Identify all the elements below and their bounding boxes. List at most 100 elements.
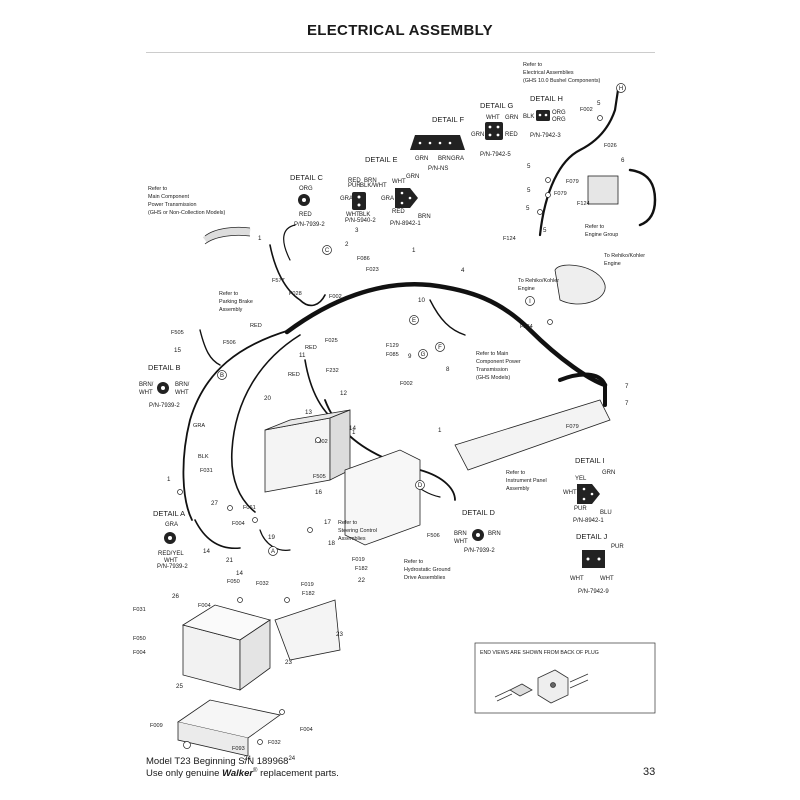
callout-21: 21 (226, 557, 233, 564)
detail-b-wire-4: WHT (175, 390, 189, 396)
code-f031-b: F031 (133, 607, 146, 613)
registered-mark: ® (253, 768, 258, 774)
code-f505-b: F505 (313, 474, 326, 480)
detail-d-wire-1: BRN (454, 531, 467, 537)
code-f002-c: F002 (400, 381, 413, 387)
callout-5-b: 5 (527, 163, 531, 170)
detail-j-wire-3: WHT (600, 576, 614, 582)
model-superscript: 24 (288, 756, 296, 762)
harness-connector-branch (429, 299, 466, 336)
code-f577: F577 (272, 278, 285, 284)
harness-right-branch (558, 372, 607, 407)
code-f002-b: F002 (329, 294, 342, 300)
callout-1-d: 1 (438, 427, 442, 434)
genuine-prefix: Use only genuine (146, 768, 223, 780)
control-module-box (264, 417, 331, 493)
note-hydrostatic-1: Refer to (404, 559, 423, 565)
detail-e-title: DETAIL E (365, 155, 398, 164)
detail-a-wire-1: GRA (165, 522, 178, 528)
harness-engine-branch (538, 88, 620, 237)
bubble-f: F (435, 342, 445, 352)
wire-label-gra-1: GRA (193, 423, 205, 429)
detail-g-wire-1: WHT (486, 115, 500, 121)
detail-views: DETAIL C ORG RED P/N-7939-2 DETAIL E RED… (139, 94, 624, 595)
code-f182-a: F182 (355, 566, 368, 572)
svg-text:D: D (418, 483, 423, 489)
detail-i-title: DETAIL I (575, 456, 605, 465)
genuine-suffix: replacement parts. (257, 768, 339, 780)
note-steering-1: Refer to (338, 520, 357, 526)
detail-c-wire-1: ORG (299, 186, 313, 192)
detail-f-title: DETAIL F (432, 115, 465, 124)
detail-b-connector (157, 382, 169, 394)
harness-detail-b (199, 329, 221, 366)
note-main-component-2: Main Component (148, 194, 190, 200)
callout-14-c: 14 (236, 570, 243, 577)
genuine-parts-line: Use only genuine Walker® replacement par… (146, 768, 339, 779)
code-f004-c: F004 (133, 650, 146, 656)
detail-b-wire-3: BRN/ (175, 382, 190, 388)
detail-i-wire-5: BLU (600, 510, 612, 516)
callout-19: 19 (268, 534, 275, 541)
note-steering-2: Steering Control (338, 528, 377, 534)
model-line: Model T23 Beginning S/N 18996824 (146, 756, 295, 767)
callout-6: 6 (621, 157, 625, 164)
detail-h-title: DETAIL H (530, 94, 563, 103)
harness-trunk (284, 282, 608, 388)
left-tube-outline (204, 226, 251, 245)
part-codes: F002 F026 F079 F079 F124 F124 F577 F028 … (133, 107, 617, 752)
code-f004-d: F004 (300, 727, 313, 733)
note-elec-assemblies-1: Refer to (523, 62, 542, 68)
callout-5-c: 5 (527, 187, 531, 194)
code-f085: F085 (386, 352, 399, 358)
harness-left-loop-2 (230, 334, 301, 513)
code-f032-a: F032 (256, 581, 269, 587)
code-f025: F025 (325, 338, 338, 344)
note-engine-group-2: Engine Group (585, 232, 618, 238)
note-main-ghs-4: (GHS Models) (476, 375, 510, 381)
detail-e-wire-7: BLK (359, 212, 370, 218)
note-parking-brake-3: Assembly (219, 307, 243, 313)
steering-frame (344, 449, 421, 546)
detail-e2-wire-3: GRA (381, 196, 394, 202)
detail-e2-wire-4: RED (392, 209, 405, 215)
detail-f-pn: P/N-NS (428, 166, 448, 172)
components (177, 175, 619, 757)
code-f129: F129 (386, 343, 399, 349)
callout-14-a: 14 (349, 425, 356, 432)
mounting-bracket (274, 599, 341, 661)
wire-label-red-2: RED (305, 345, 317, 351)
detail-a-title: DETAIL A (153, 509, 185, 518)
detail-e2-connector (395, 188, 418, 208)
harness-down-to-battery (194, 519, 241, 549)
detail-j-pn: P/N-7942-9 (578, 589, 609, 595)
svg-text:G: G (421, 352, 426, 358)
reference-notes: Refer to Electrical Assemblies (GHS 10.0… (148, 62, 645, 581)
detail-e-wire-3: BRN (364, 178, 377, 184)
battery-side (239, 619, 271, 691)
callout-13: 13 (305, 409, 312, 416)
svg-text:F: F (438, 345, 442, 351)
callout-numbers: 1 1 1 1 1 2 3 4 5 5 5 5 5 6 7 7 8 9 10 1… (167, 100, 629, 762)
note-main-ghs-2: Component Power (476, 359, 521, 365)
svg-text:C: C (325, 248, 330, 254)
detail-b-pn: P/N-7939-2 (149, 403, 180, 409)
end-views-box: END VIEWS ARE SHOWN FROM BACK OF PLUG (474, 642, 656, 714)
code-f050-a: F050 (227, 579, 240, 585)
detail-a-connector (164, 532, 176, 544)
code-f506-b: F506 (427, 533, 440, 539)
detail-c-title: DETAIL C (290, 173, 324, 182)
code-f002-d: F002 (315, 439, 328, 445)
code-f050-b: F050 (133, 636, 146, 642)
note-main-component-4: (GHS or Non-Collection Models) (148, 210, 225, 216)
callout-2: 2 (345, 241, 349, 248)
page-title: ELECTRICAL ASSEMBLY (306, 22, 493, 39)
detail-d-title: DETAIL D (462, 508, 496, 517)
detail-i-wire-4: PUR (574, 506, 587, 512)
note-rehiko-mid-1: To Rehiko/Kohler (518, 278, 559, 284)
code-f284: F284 (520, 324, 533, 330)
title-divider (146, 52, 655, 53)
note-main-component-1: Refer to (148, 186, 167, 192)
note-parking-brake-1: Refer to (219, 291, 238, 297)
